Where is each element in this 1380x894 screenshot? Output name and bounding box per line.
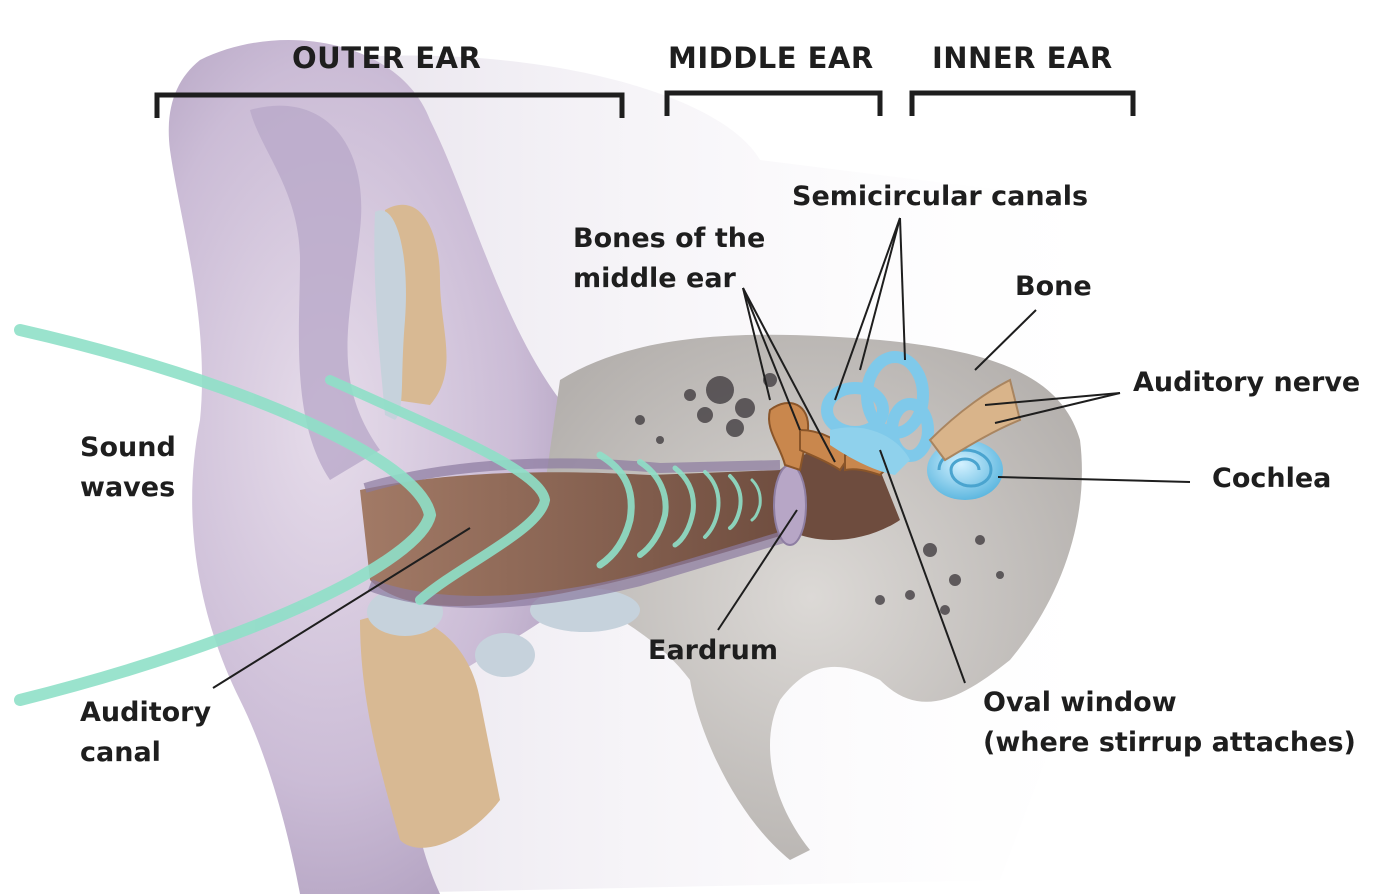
middle-ear-heading: MIDDLE EAR <box>668 38 874 78</box>
semicircular-canals-label: Semicircular canals <box>792 177 1088 217</box>
oval-window-line-2: (where stirrup attaches) <box>983 723 1356 763</box>
bones-middle-ear-label: Bones of the middle ear <box>573 219 765 299</box>
eardrum-membrane <box>774 465 806 545</box>
auditory-canal-line-2: canal <box>80 733 211 773</box>
bones-line-2: middle ear <box>573 259 765 299</box>
bones-line-1: Bones of the <box>573 219 765 259</box>
auditory-nerve-label: Auditory nerve <box>1133 363 1360 403</box>
sound-waves-line-1: Sound <box>80 428 176 468</box>
bone-label: Bone <box>1015 267 1092 307</box>
inner-ear-heading: INNER EAR <box>932 38 1113 78</box>
sound-waves-label: Sound waves <box>80 428 176 508</box>
oval-window-line-1: Oval window <box>983 683 1356 723</box>
eardrum-label: Eardrum <box>648 631 778 671</box>
outer-ear-heading: OUTER EAR <box>292 38 481 78</box>
oval-window-label: Oval window (where stirrup attaches) <box>983 683 1356 763</box>
auditory-canal-line-1: Auditory <box>80 693 211 733</box>
cochlea-label: Cochlea <box>1212 459 1331 499</box>
inner-ear-bracket <box>912 93 1133 116</box>
sound-waves-line-2: waves <box>80 468 176 508</box>
auditory-canal-label: Auditory canal <box>80 693 211 773</box>
